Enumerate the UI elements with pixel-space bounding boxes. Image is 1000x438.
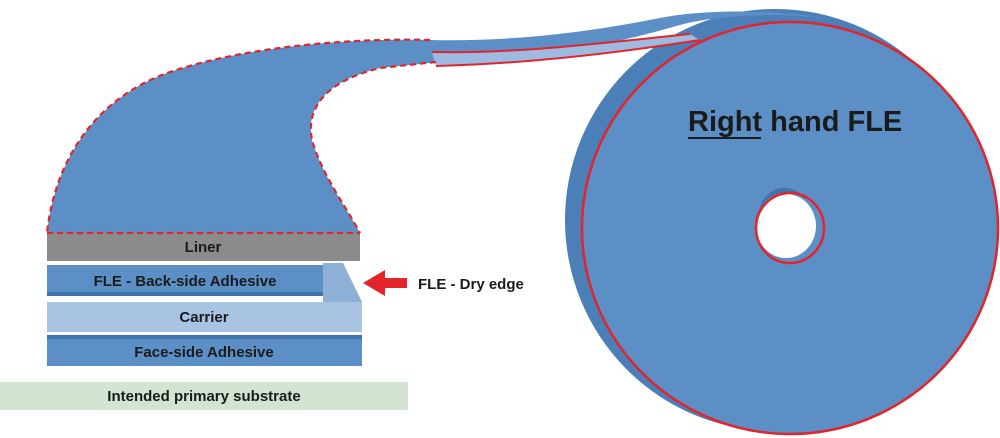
unwinding-tape [45, 11, 840, 234]
title-rest: hand FLE [770, 106, 902, 138]
title-underlined-word: Right [688, 106, 762, 138]
roll-core-outline [754, 191, 826, 265]
roll-dry-edge-outline [580, 20, 1000, 436]
layer-stack: Liner FLE - Back-side Adhesive Carrier F… [0, 231, 408, 410]
tape-roll [565, 9, 1000, 436]
roll-core-hole [756, 194, 816, 258]
roll-title: Right hand FLE [688, 106, 902, 139]
tape-strip-red-top [431, 33, 691, 54]
substrate-label: Intended primary substrate [107, 388, 300, 405]
carrier-layer [47, 302, 362, 332]
tape-body [47, 11, 840, 233]
face-adhesive-layer [47, 335, 362, 366]
liner-layer [47, 233, 360, 261]
dry-edge-annotation: FLE - Dry edge [363, 270, 524, 296]
tape-strip-red-bottom [435, 39, 701, 67]
title-text: Right hand FLE [688, 106, 902, 138]
liner-label: Liner [185, 239, 222, 256]
carrier-label: Carrier [179, 309, 228, 326]
substrate-layer [0, 382, 408, 410]
red-arrow-icon [363, 270, 407, 296]
dry-edge-wedge [323, 263, 362, 302]
tape-dashed-outline-left [45, 38, 431, 234]
back-adhesive-label: FLE - Back-side Adhesive [94, 273, 277, 290]
dry-edge-label: FLE - Dry edge [418, 276, 524, 293]
roll-core-inner-side [758, 187, 806, 225]
face-adhesive-shadow [47, 335, 362, 339]
face-adhesive-label: Face-side Adhesive [134, 344, 274, 361]
tape-strip-band [432, 34, 700, 66]
back-adhesive-shadow [47, 292, 323, 296]
back-adhesive-layer [47, 265, 323, 296]
